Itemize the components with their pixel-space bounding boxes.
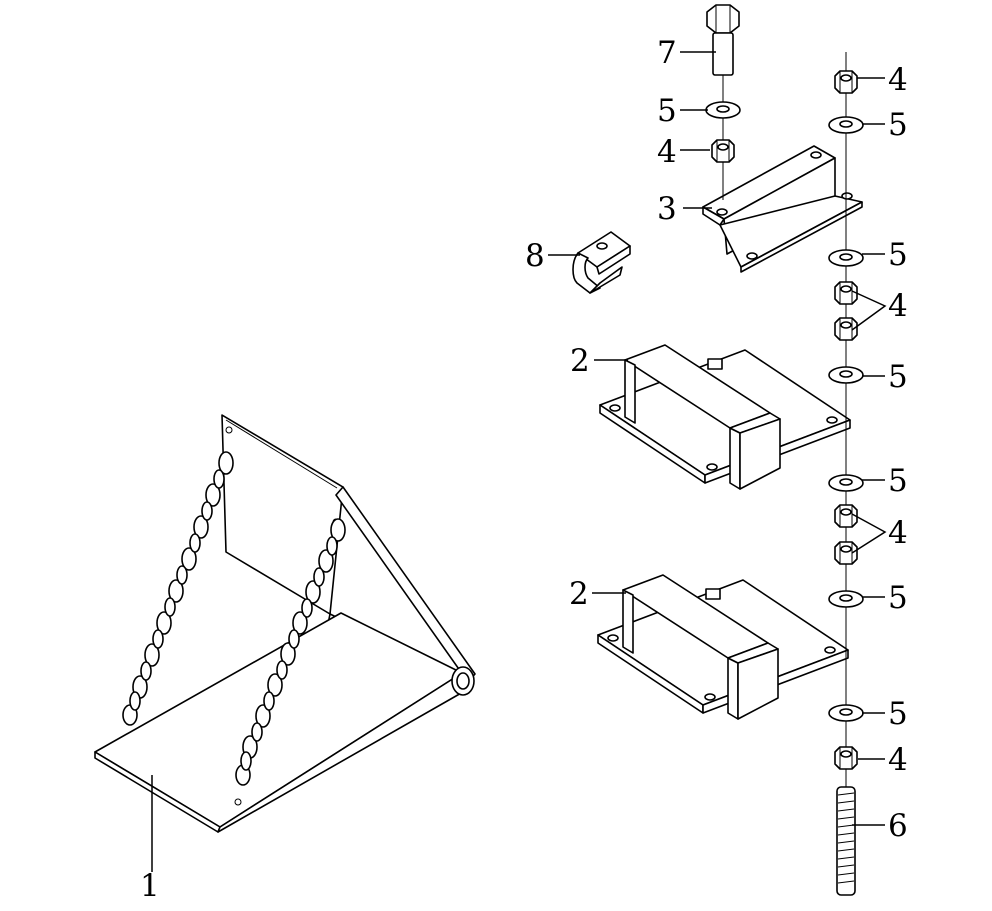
callout-5-c: 5 [888, 463, 908, 499]
chain-right [235, 518, 346, 786]
leader-lines [151, 51, 887, 872]
bolt-stack [705, 4, 741, 200]
callout-2-lower: 2 [569, 576, 589, 612]
callout-2-upper: 2 [570, 343, 590, 379]
isolator-mount-upper [599, 344, 851, 490]
chain-left [122, 451, 234, 726]
callout-5-bolt: 5 [657, 93, 677, 129]
callout-labels: 1 2 2 3 4 4 4 4 4 5 5 5 5 5 5 5 6 7 8 [140, 35, 908, 904]
callout-5-bottom: 5 [888, 696, 908, 732]
wheel-chock [94, 414, 476, 833]
callout-3: 3 [657, 191, 677, 227]
top-bracket [702, 145, 863, 273]
callout-4-top: 4 [888, 62, 908, 98]
callout-6: 6 [888, 808, 908, 844]
callout-4-mid1: 4 [888, 288, 908, 324]
callout-4-bottom: 4 [888, 742, 908, 778]
callout-5-b: 5 [888, 359, 908, 395]
callout-5-d: 5 [888, 580, 908, 616]
callout-1: 1 [140, 868, 160, 904]
callout-7: 7 [657, 35, 677, 71]
u-clip [572, 231, 631, 294]
callout-4-mid2: 4 [888, 515, 908, 551]
callout-8: 8 [525, 238, 545, 274]
threaded-stud [836, 786, 856, 896]
stud-stack [828, 52, 864, 896]
callout-5-top: 5 [888, 107, 908, 143]
callout-4-bolt: 4 [657, 134, 677, 170]
callout-5-a: 5 [888, 237, 908, 273]
isolator-mount-lower [597, 574, 849, 720]
